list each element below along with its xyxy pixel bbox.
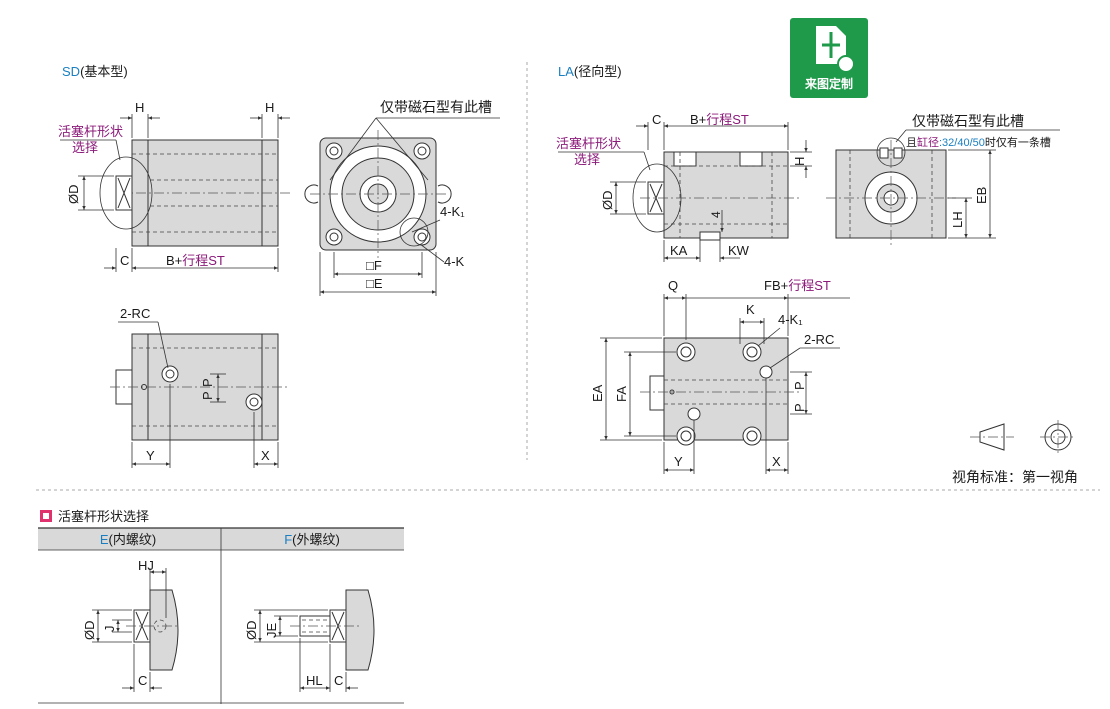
sd-side-view: H H 活塞杆形状 选择 ØD C B+行程ST	[58, 100, 290, 272]
e-hj-label: HJ	[138, 558, 154, 573]
sd-b-plus: B+	[166, 253, 182, 268]
la-y-label: Y	[674, 454, 683, 469]
la-side-view: C B+行程ST 活塞杆形状 选择 H ØD 4 KA KW	[556, 112, 812, 262]
la-section: LA(径向型) 来图定制	[556, 18, 1078, 485]
sd-e-label: □E	[366, 276, 383, 291]
sd-h-left-label: H	[135, 100, 144, 115]
sd-p1-label: P	[200, 378, 215, 387]
e-phid-label: ØD	[82, 621, 97, 641]
sd-h-right-label: H	[265, 100, 274, 115]
la-note-prefix: 且	[906, 137, 917, 149]
projection-label: 视角标准：第一视角	[952, 469, 1078, 485]
sd-rod-shape-label-1: 活塞杆形状	[58, 124, 123, 139]
la-p2-label: P	[792, 403, 807, 412]
la-lh-label: LH	[950, 211, 965, 228]
sd-4k-label: 4-K	[444, 254, 465, 269]
col-f-code: F	[284, 532, 292, 547]
col-e-name: (内螺纹)	[109, 532, 157, 547]
la-note-sizes: :32/40/50	[939, 137, 985, 149]
sd-phid-label: ØD	[66, 185, 81, 205]
la-fb-stroke: 行程ST	[788, 278, 831, 293]
sd-title: (基本型)	[80, 64, 128, 79]
sd-heading: SD(基本型)	[62, 64, 128, 79]
projection-symbol: 视角标准：第一视角	[952, 420, 1078, 485]
la-front-view: 仅带磁石型有此槽 且缸径:32/40/50时仅有一条槽 LH EB	[826, 113, 1060, 248]
sd-f-label: □F	[366, 258, 382, 273]
la-b-stroke-label: B+行程ST	[690, 112, 749, 127]
sd-magnet-slot-label: 仅带磁石型有此槽	[380, 99, 492, 115]
pencil-badge-icon	[837, 55, 855, 73]
f-phid-label: ØD	[244, 621, 259, 641]
la-heading: LA(径向型)	[558, 64, 622, 79]
col-f-name: (外螺纹)	[292, 532, 340, 547]
la-p1-label: P	[792, 381, 807, 390]
la-rod-shape-label-2: 选择	[574, 152, 600, 167]
la-kw-label: KW	[728, 243, 750, 258]
la-four-label: 4	[709, 211, 723, 218]
rod-selection-section: 活塞杆形状选择 E(内螺纹) F(外螺纹) HJ ØD J	[38, 509, 404, 704]
sd-p2-label: P	[200, 391, 215, 400]
sd-section: SD(基本型) H H 活塞杆形状	[58, 64, 500, 468]
sd-c-label: C	[120, 253, 129, 268]
la-slot-note: 且缸径:32/40/50时仅有一条槽	[906, 135, 1051, 149]
la-h-label: H	[792, 157, 807, 166]
la-magnet-slot-label: 仅带磁石型有此槽	[912, 113, 1024, 129]
rod-selection-title: 活塞杆形状选择	[58, 509, 149, 524]
la-c-label: C	[652, 112, 661, 127]
la-q-label: Q	[668, 278, 678, 293]
col-e-code: E	[100, 532, 109, 547]
la-k-label: K	[746, 302, 755, 317]
column-e-header: E(内螺纹)	[100, 532, 156, 547]
sd-stroke: 行程ST	[182, 253, 225, 268]
la-x-label: X	[772, 454, 781, 469]
la-4k1-label: 4-K₁	[778, 312, 803, 327]
sd-4k1-label: 4-K₁	[440, 204, 465, 219]
la-stroke: 行程ST	[706, 112, 749, 127]
sd-front-view: 仅带磁石型有此槽 4-K₁ 4-K □F □E	[304, 99, 500, 296]
sd-top-view: 2-RC P P Y X	[110, 306, 290, 468]
la-fb-stroke-label: FB+行程ST	[764, 278, 831, 293]
rod-e-internal-thread: HJ ØD J C	[82, 558, 180, 692]
la-fa-label: FA	[614, 386, 629, 402]
f-je-label: JE	[264, 623, 279, 639]
e-j-label: J	[102, 626, 117, 633]
la-code: LA	[558, 64, 574, 79]
la-eb-label: EB	[974, 187, 989, 204]
f-c-label: C	[334, 673, 343, 688]
la-phid-label: ØD	[600, 191, 615, 211]
sd-y-label: Y	[146, 448, 155, 463]
la-ea-label: EA	[590, 384, 605, 402]
la-ka-label: KA	[670, 243, 688, 258]
f-hl-label: HL	[306, 673, 323, 688]
la-note-bore: 缸径	[917, 135, 939, 149]
sd-rod-shape-label-2: 选择	[72, 140, 98, 155]
sd-x-label: X	[261, 448, 270, 463]
la-fb-plus: FB+	[764, 278, 788, 293]
sd-code: SD	[62, 64, 80, 79]
sd-2rc-label: 2-RC	[120, 306, 150, 321]
la-note-suffix: 时仅有一条槽	[985, 135, 1051, 149]
sd-b-stroke-label: B+行程ST	[166, 253, 225, 268]
rod-f-external-thread: ØD JE HL C	[244, 589, 375, 692]
la-rod-shape-label-1: 活塞杆形状	[556, 136, 621, 151]
e-c-label: C	[138, 673, 147, 688]
la-top-view: Q FB+行程ST K 4-K₁ 2-RC EA FA P	[590, 278, 850, 474]
la-b-plus: B+	[690, 112, 706, 127]
column-f-header: F(外螺纹)	[284, 532, 340, 547]
badge-label: 来图定制	[804, 76, 853, 91]
custom-drawing-badge[interactable]: 来图定制	[790, 18, 868, 98]
la-title: (径向型)	[574, 64, 622, 79]
la-2rc-label: 2-RC	[804, 332, 834, 347]
